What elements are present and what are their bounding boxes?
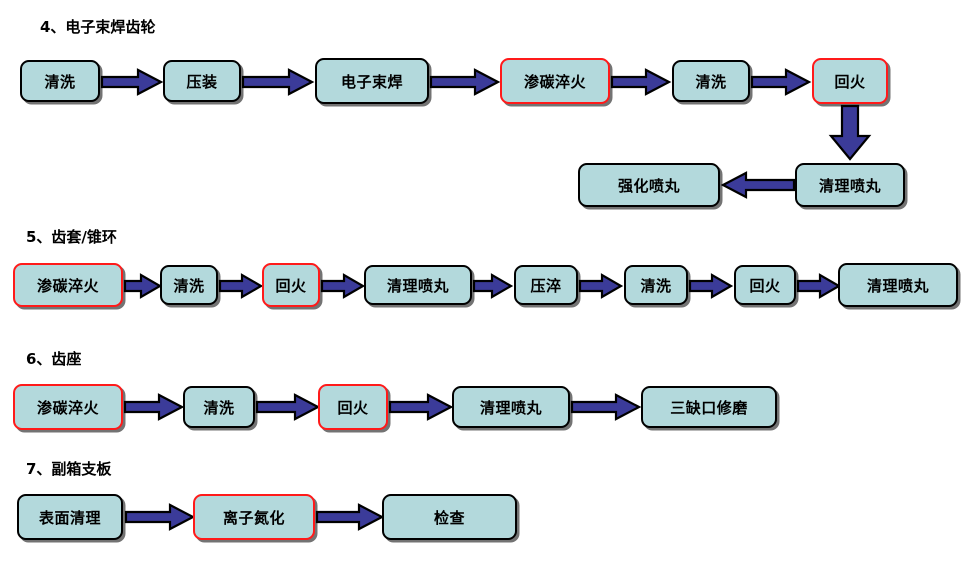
arrow-right-7-2: [315, 503, 385, 531]
section-heading-4: 4、电子束焊齿轮: [40, 18, 156, 36]
node-biaomianqingli-7-1[interactable]: 表面清理: [17, 494, 123, 540]
node-shentancuihuo-5-1[interactable]: 渗碳淬火: [13, 263, 123, 307]
node-qingxi-6-2[interactable]: 清洗: [183, 386, 255, 428]
node-qianghuapenwan-4-8[interactable]: 强化喷丸: [578, 163, 720, 207]
node-shentancuihuo-6-1[interactable]: 渗碳淬火: [13, 384, 123, 430]
node-sanquekouxiumo-6-5[interactable]: 三缺口修磨: [641, 386, 777, 428]
node-yazhuang-4-2[interactable]: 压装: [163, 60, 241, 102]
node-huihuo-5-7[interactable]: 回火: [734, 265, 796, 305]
node-huihuo-6-3[interactable]: 回火: [318, 384, 388, 430]
arrow-right-4-4: [610, 68, 672, 96]
node-huihuo-5-3[interactable]: 回火: [262, 263, 320, 307]
arrow-right-7-1: [124, 503, 196, 531]
arrow-right-4-5: [750, 68, 812, 96]
section-heading-6: 6、齿座: [26, 350, 82, 368]
node-qingxi-4-1[interactable]: 清洗: [20, 60, 100, 102]
arrow-right-5-3: [320, 273, 366, 299]
arrow-right-4-1: [100, 68, 164, 96]
arrow-left-4-1: [720, 171, 796, 199]
node-qingxi-5-6[interactable]: 清洗: [624, 265, 688, 305]
node-qingxi-4-5[interactable]: 清洗: [672, 60, 750, 102]
node-lizidanhua-7-2[interactable]: 离子氮化: [193, 494, 315, 540]
node-shentancuihuo-4-4[interactable]: 渗碳淬火: [500, 58, 610, 104]
arrow-right-6-1: [123, 393, 185, 421]
node-qinglipenwan-6-4[interactable]: 清理喷丸: [452, 386, 570, 428]
arrow-right-5-2: [218, 273, 264, 299]
node-jiancha-7-3[interactable]: 检查: [382, 494, 517, 540]
node-qingxi-5-2[interactable]: 清洗: [160, 265, 218, 305]
arrow-right-5-7: [796, 273, 842, 299]
arrow-right-5-1: [123, 273, 163, 299]
section-heading-5: 5、齿套/锥环: [26, 228, 117, 246]
node-yacui-5-5[interactable]: 压淬: [514, 265, 578, 305]
arrow-down-4-1: [828, 104, 872, 161]
arrow-right-4-2: [241, 68, 315, 96]
node-qinglipenwan-5-4[interactable]: 清理喷丸: [364, 265, 472, 305]
section-heading-7: 7、副箱支板: [26, 460, 112, 478]
arrow-right-6-4: [570, 393, 642, 421]
arrow-right-6-3: [388, 393, 454, 421]
node-huihuo-4-6[interactable]: 回火: [812, 58, 888, 104]
node-qinglipenwan-4-7[interactable]: 清理喷丸: [795, 163, 905, 207]
arrow-right-4-3: [429, 68, 501, 96]
arrow-right-5-5: [578, 273, 624, 299]
arrow-right-5-4: [472, 273, 514, 299]
node-dianzishuhan-4-3[interactable]: 电子束焊: [315, 58, 429, 104]
node-qinglipenwan-5-8[interactable]: 清理喷丸: [838, 263, 958, 307]
arrow-right-6-2: [255, 393, 321, 421]
arrow-right-5-6: [688, 273, 734, 299]
